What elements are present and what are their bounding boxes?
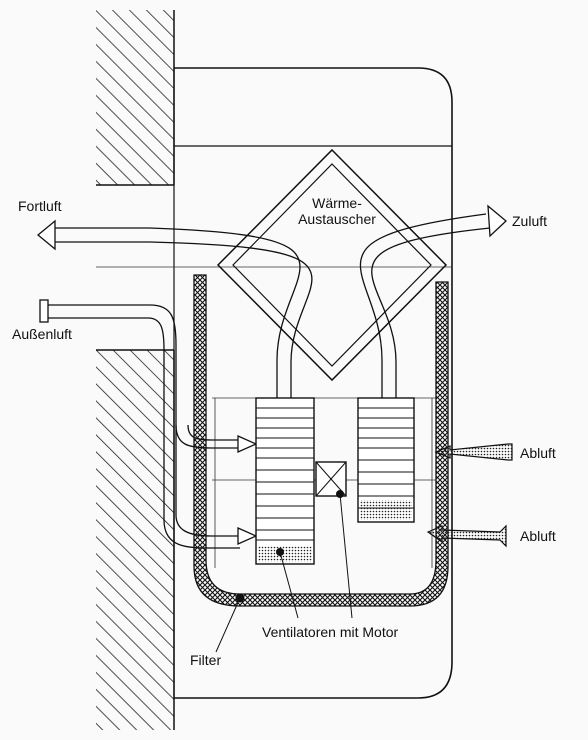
leader-lines — [215, 490, 353, 653]
wall-lower — [96, 349, 175, 730]
filter-label: Filter — [190, 652, 222, 668]
extract-air-label-2: Abluft — [520, 528, 556, 544]
supply-channel — [359, 204, 507, 398]
extract-air-label-1: Abluft — [520, 445, 556, 461]
heat-exchanger-label-line1: Wärme- — [312, 195, 362, 211]
heat-exchanger-label: Wärme- Austauscher — [298, 195, 376, 227]
outside-air-label: Außenluft — [12, 326, 72, 342]
extract-air-arrow-1 — [434, 443, 513, 461]
filter-element — [193, 274, 449, 607]
supply-air-label: Zuluft — [512, 213, 548, 229]
exhaust-channel — [36, 219, 313, 398]
extract-air-arrow-2 — [426, 524, 507, 548]
fan-right — [357, 397, 415, 523]
wall-upper — [96, 10, 175, 186]
exhaust-out-label: Fortluft — [18, 198, 62, 214]
unit-housing — [174, 67, 453, 699]
fans-with-motor-label: Ventilatoren mit Motor — [262, 624, 399, 640]
fan-left — [255, 397, 315, 565]
heat-exchanger — [216, 148, 448, 382]
heat-exchanger-label-line2: Austauscher — [298, 211, 376, 227]
